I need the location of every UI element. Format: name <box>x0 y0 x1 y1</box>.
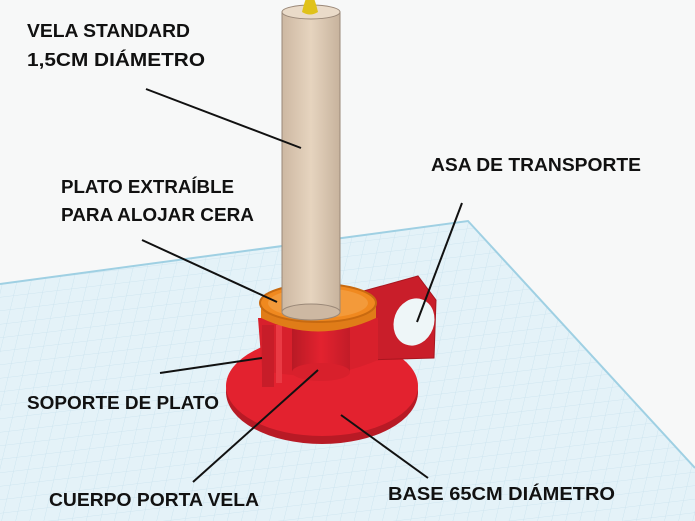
label-base: BASE 65CM DIÁMETRO <box>388 483 615 504</box>
label-candle-line1: VELA STANDARD <box>27 21 190 41</box>
label-plate-line1: PLATO EXTRAÍBLE <box>61 176 234 197</box>
label-plate-line2: PARA ALOJAR CERA <box>61 205 254 225</box>
label-plate-support: SOPORTE DE PLATO <box>27 393 219 413</box>
leader-plate-support <box>159 357 263 374</box>
flame-icon <box>302 0 318 15</box>
leader-handle <box>416 202 463 323</box>
candle <box>281 0 341 321</box>
leader-plate <box>141 239 278 303</box>
label-body: CUERPO PORTA VELA <box>49 490 259 510</box>
label-handle: ASA DE TRANSPORTE <box>431 155 641 175</box>
leader-candle <box>145 88 302 149</box>
label-candle-line2: 1,5CM DIÁMETRO <box>27 49 205 70</box>
leader-base <box>340 414 429 479</box>
leader-body <box>192 369 319 483</box>
